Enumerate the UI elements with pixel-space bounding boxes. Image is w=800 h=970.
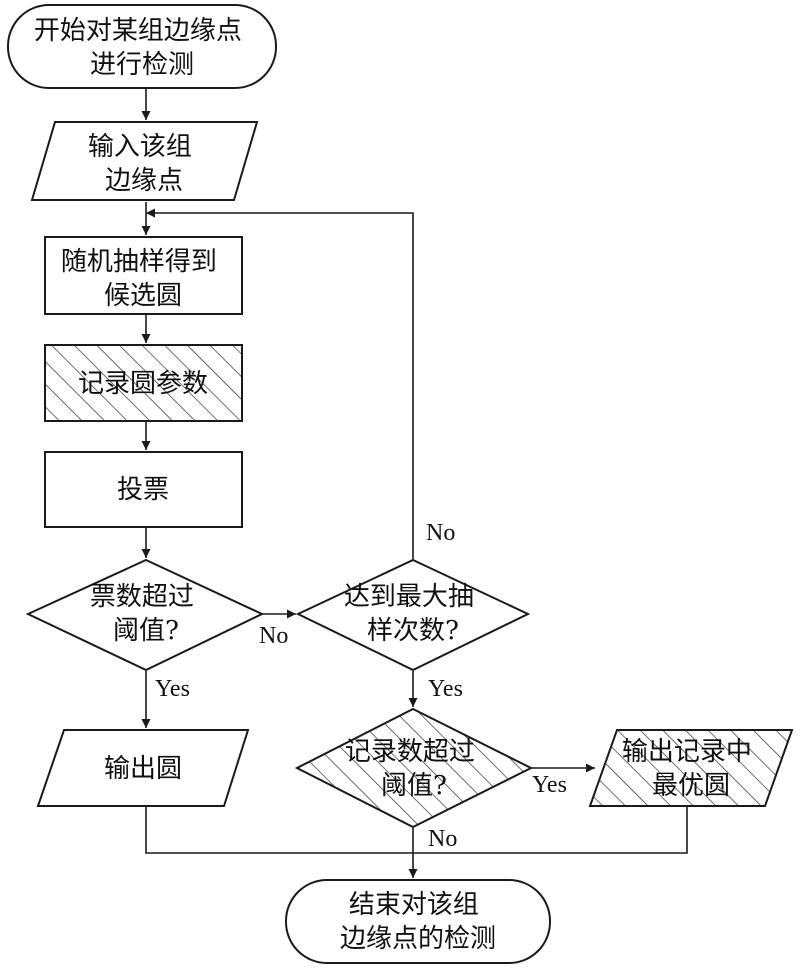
svg-text:结束对该组 边缘点的检测: 结束对该组 边缘点的检测 bbox=[340, 890, 496, 954]
votes-over-no-label: No bbox=[259, 623, 288, 649]
votes-over-yes-label: Yes bbox=[155, 676, 190, 702]
sample-label-line-2: 候选圆 bbox=[104, 281, 182, 311]
output-circle-label-line-1: 输出圆 bbox=[104, 754, 182, 784]
record-over-label-line-1: 记录数超过 bbox=[345, 737, 475, 767]
svg-text:记录圆参数: 记录圆参数 bbox=[78, 369, 208, 399]
votes-over-label-line-1: 票数超过 bbox=[90, 582, 194, 612]
end-terminal: 结束对该组 边缘点的检测 bbox=[285, 879, 551, 964]
edges bbox=[141, 88, 688, 878]
record-over-no-label: No bbox=[428, 826, 457, 852]
random-sample-node: 随机抽样得到 候选圆 bbox=[44, 236, 243, 315]
edge-output-circle-merge bbox=[145, 807, 413, 854]
input-edge-points-node: 输入该组 边缘点 bbox=[30, 121, 259, 201]
input-label-line-2: 边缘点 bbox=[105, 166, 183, 196]
svg-text:输出记录中 最优圆: 输出记录中 最优圆 bbox=[622, 737, 760, 801]
svg-text:投票: 投票 bbox=[117, 475, 169, 505]
svg-text:开始对某组边缘点 进行检测: 开始对某组边缘点 进行检测 bbox=[34, 16, 250, 80]
end-label-line-2: 边缘点的检测 bbox=[340, 924, 496, 954]
svg-text:输入该组 边缘点: 输入该组 边缘点 bbox=[88, 132, 200, 196]
start-label-line-1: 开始对某组边缘点 bbox=[34, 16, 242, 46]
sample-label-line-1: 随机抽样得到 bbox=[61, 247, 217, 277]
edge-labels: No Yes No Yes Yes No bbox=[155, 520, 567, 852]
record-label-line-1: 记录圆参数 bbox=[78, 369, 208, 399]
max-samples-decision: 达到最大抽 样次数? bbox=[295, 558, 531, 672]
max-samples-label-line-2: 样次数? bbox=[367, 616, 459, 646]
votes-over-label-line-2: 阈值? bbox=[113, 616, 179, 646]
edge-output-best-merge bbox=[413, 807, 688, 854]
end-label-line-1: 结束对该组 bbox=[349, 890, 479, 920]
svg-text:输出圆: 输出圆 bbox=[104, 754, 182, 784]
input-label-line-1: 输入该组 bbox=[88, 132, 192, 162]
svg-text:达到最大抽 样次数?: 达到最大抽 样次数? bbox=[344, 582, 482, 646]
record-over-yes-label: Yes bbox=[532, 772, 567, 798]
record-params-node: 记录圆参数 bbox=[44, 344, 243, 422]
record-over-threshold-decision: 记录数超过 阈值? bbox=[294, 707, 534, 829]
max-samples-yes-label: Yes bbox=[428, 676, 463, 702]
output-best-circle-node: 输出记录中 最优圆 bbox=[588, 729, 794, 807]
record-over-label-line-2: 阈值? bbox=[381, 771, 447, 801]
vote-label-line-1: 投票 bbox=[117, 475, 169, 505]
votes-over-threshold-decision: 票数超过 阈值? bbox=[25, 558, 265, 672]
output-best-label-line-1: 输出记录中 bbox=[622, 737, 752, 767]
max-samples-no-label: No bbox=[426, 520, 455, 546]
max-samples-label-line-1: 达到最大抽 bbox=[344, 582, 474, 612]
start-terminal: 开始对某组边缘点 进行检测 bbox=[7, 4, 277, 89]
output-circle-node: 输出圆 bbox=[36, 729, 250, 807]
svg-text:随机抽样得到 候选圆: 随机抽样得到 候选圆 bbox=[61, 247, 225, 311]
start-label-line-2: 进行检测 bbox=[90, 50, 194, 80]
vote-node: 投票 bbox=[44, 451, 243, 528]
svg-text:记录数超过 阈值?: 记录数超过 阈值? bbox=[345, 737, 483, 801]
svg-text:票数超过 阈值?: 票数超过 阈值? bbox=[90, 582, 202, 646]
output-best-label-line-2: 最优圆 bbox=[652, 771, 730, 801]
edge-max-samples-loop-back bbox=[146, 208, 414, 559]
